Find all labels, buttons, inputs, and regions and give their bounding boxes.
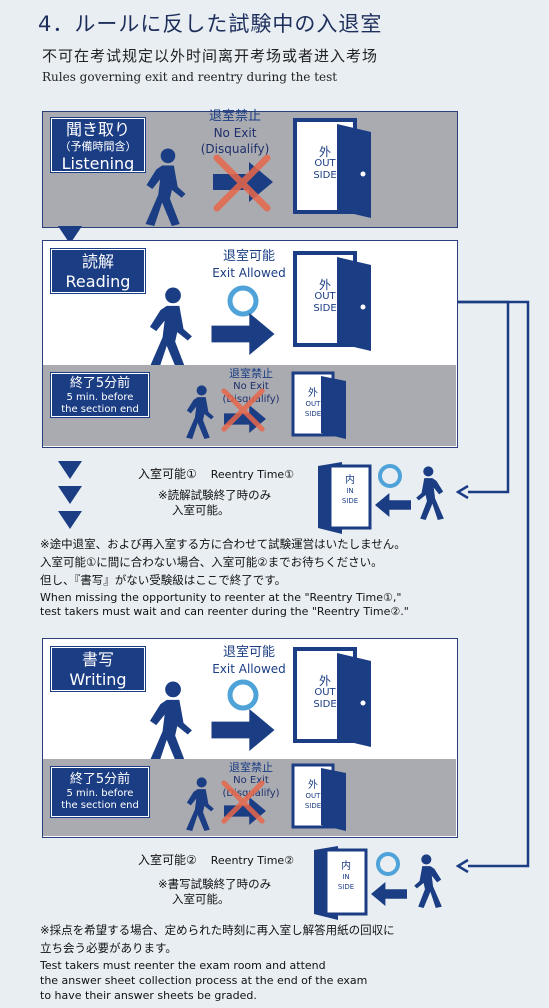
reentry-2-note: ※書写試験終了時のみ 入室可能。 <box>158 877 272 906</box>
page-title: 4．ルールに反した試験中の入退室 <box>38 12 383 36</box>
allowed-circle-icon <box>227 679 259 711</box>
note-2-en-1: Test takers must reenter the exam room a… <box>40 959 326 972</box>
writing-last5-area: 終了5分前 5 min. before the section end 退室禁止… <box>43 759 456 836</box>
page-title-chinese: 不可在考试规定以外时间离开考场或者进入考场 <box>42 47 379 65</box>
note-2-jp-2: 立ち会う必要があります。 <box>40 941 177 955</box>
exit-arrow-icon <box>211 709 275 751</box>
allowed-circle-icon <box>376 852 400 876</box>
note-1-jp-3: 但し、『書写』がない受験級はここで終了です。 <box>40 573 287 587</box>
writing-last5-label: 終了5分前 5 min. before the section end <box>50 766 150 818</box>
allowed-circle-icon <box>378 464 402 488</box>
reentry-1-note: ※読解試験終了時のみ 入室可能。 <box>158 488 272 517</box>
triangle-down-icon <box>58 461 82 479</box>
note-2-en-2: the answer sheet collection process at t… <box>40 974 368 987</box>
cross-icon <box>221 777 265 827</box>
cross-icon <box>221 385 265 435</box>
reading-panel: 読解 Reading 退室可能 Exit Allowed 外 OUT SIDE … <box>42 240 458 448</box>
note-1-en-1: When missing the opportunity to reenter … <box>40 591 402 604</box>
writing-label: 書写 Writing <box>50 646 146 692</box>
reading-label: 読解 Reading <box>50 248 146 294</box>
door-icon: 外 OUT SIDE <box>293 118 375 220</box>
door-icon: 外 OUT SIDE <box>291 371 349 441</box>
exit-arrow-icon <box>211 313 275 355</box>
walking-person-left-icon <box>412 466 446 520</box>
door-icon: 外 OUT SIDE <box>291 763 349 833</box>
triangle-down-icon <box>58 511 82 529</box>
page-title-english: Rules governing exit and reentry during … <box>42 70 338 84</box>
walking-person-left-icon <box>410 854 444 908</box>
reading-last5-label: 終了5分前 5 min. before the section end <box>50 372 150 418</box>
flow-connector <box>456 300 530 874</box>
enter-arrow-icon <box>374 493 412 517</box>
triangle-down-icon <box>58 226 82 244</box>
writing-panel: 書写 Writing 退室可能 Exit Allowed 外 OUT SIDE … <box>42 638 458 838</box>
note-2-en-3: to have their answer sheets be graded. <box>40 989 257 1002</box>
note-2-jp-1: ※採点を希望する場合、定められた時刻に再入室し解答用紙の回収に <box>40 923 395 937</box>
walking-person-icon <box>141 148 193 226</box>
note-1-jp-1: ※途中退室、および再入室する方に合わせて試験運営はいたしません。 <box>40 537 406 551</box>
walking-person-icon <box>143 287 201 371</box>
note-1-jp-2: 入室可能①に間に合わない場合、入室可能②までお待ちください。 <box>40 555 383 569</box>
door-in-icon: 内 IN SIDE <box>312 846 368 920</box>
triangle-down-icon <box>58 486 82 504</box>
reading-last5-area: 終了5分前 5 min. before the section end 退室禁止… <box>43 365 456 446</box>
note-1-en-2: test takers must wait and can reenter du… <box>40 605 409 618</box>
walking-person-icon <box>143 681 201 765</box>
listening-label: 聞き取り （予備時間含） Listening <box>50 117 146 173</box>
allowed-circle-icon <box>227 285 259 317</box>
reading-status: 退室可能 Exit Allowed <box>212 249 286 280</box>
enter-arrow-icon <box>370 882 408 906</box>
listening-panel: 聞き取り （予備時間含） Listening 退室禁止 No Exit (Dis… <box>42 109 458 228</box>
door-icon: 外 OUT SIDE <box>293 251 375 353</box>
writing-status: 退室可能 Exit Allowed <box>212 645 286 676</box>
door-icon: 外 OUT SIDE <box>293 647 375 749</box>
door-in-icon: 内 IN SIDE <box>316 462 372 534</box>
listening-status: 退室禁止 No Exit (Disqualify) <box>200 109 270 156</box>
cross-icon <box>213 154 271 212</box>
